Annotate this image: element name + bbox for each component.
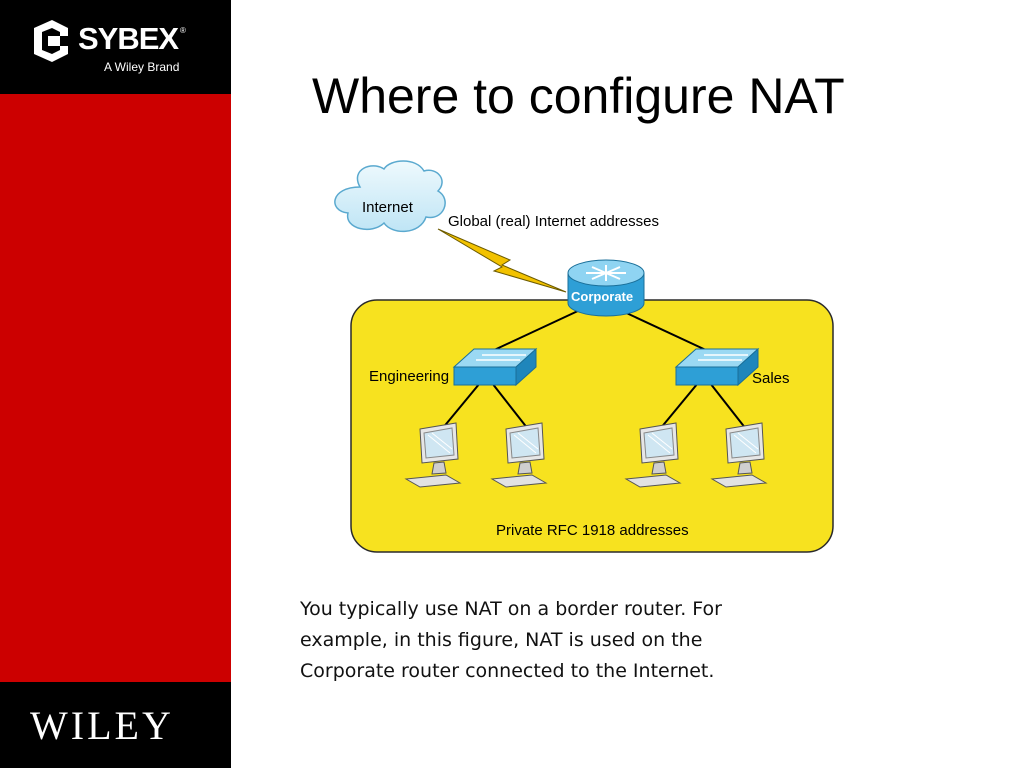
sybex-logo-block: SYBEX ® A Wiley Brand <box>0 0 231 94</box>
switch-left-label: Engineering <box>369 368 449 385</box>
nat-network-diagram: Internet Global (real) Internet addresse… <box>334 160 834 553</box>
private-addresses-label: Private RFC 1918 addresses <box>496 522 689 539</box>
left-red-band <box>0 0 231 768</box>
switch-icon <box>674 347 760 387</box>
lightning-icon <box>437 228 567 293</box>
cloud-label: Internet <box>362 199 414 216</box>
router-icon <box>567 259 645 317</box>
wiley-logo-block <box>0 682 231 768</box>
sybex-registered-mark: ® <box>180 26 186 35</box>
sybex-mark-icon <box>34 20 68 62</box>
global-addresses-label: Global (real) Internet addresses <box>448 213 659 230</box>
workstation-icon <box>404 422 462 488</box>
sybex-wordmark: SYBEX <box>78 21 179 56</box>
network-links <box>441 309 747 430</box>
sybex-tagline: A Wiley Brand <box>104 60 180 74</box>
slide-title: Where to configure NAT <box>312 68 845 124</box>
slide-body-text: You typically use NAT on a border router… <box>300 598 722 682</box>
workstation-icon <box>490 422 548 488</box>
sybex-logo: SYBEX ® A Wiley Brand <box>28 18 208 78</box>
workstation-icon <box>710 422 768 488</box>
workstation-icon <box>624 422 682 488</box>
wiley-logo: WILEY <box>30 703 174 748</box>
cloud-icon <box>334 160 446 232</box>
switch-icon <box>452 347 538 387</box>
switch-right-label: Sales <box>752 370 790 387</box>
router-label: Corporate <box>571 289 633 304</box>
